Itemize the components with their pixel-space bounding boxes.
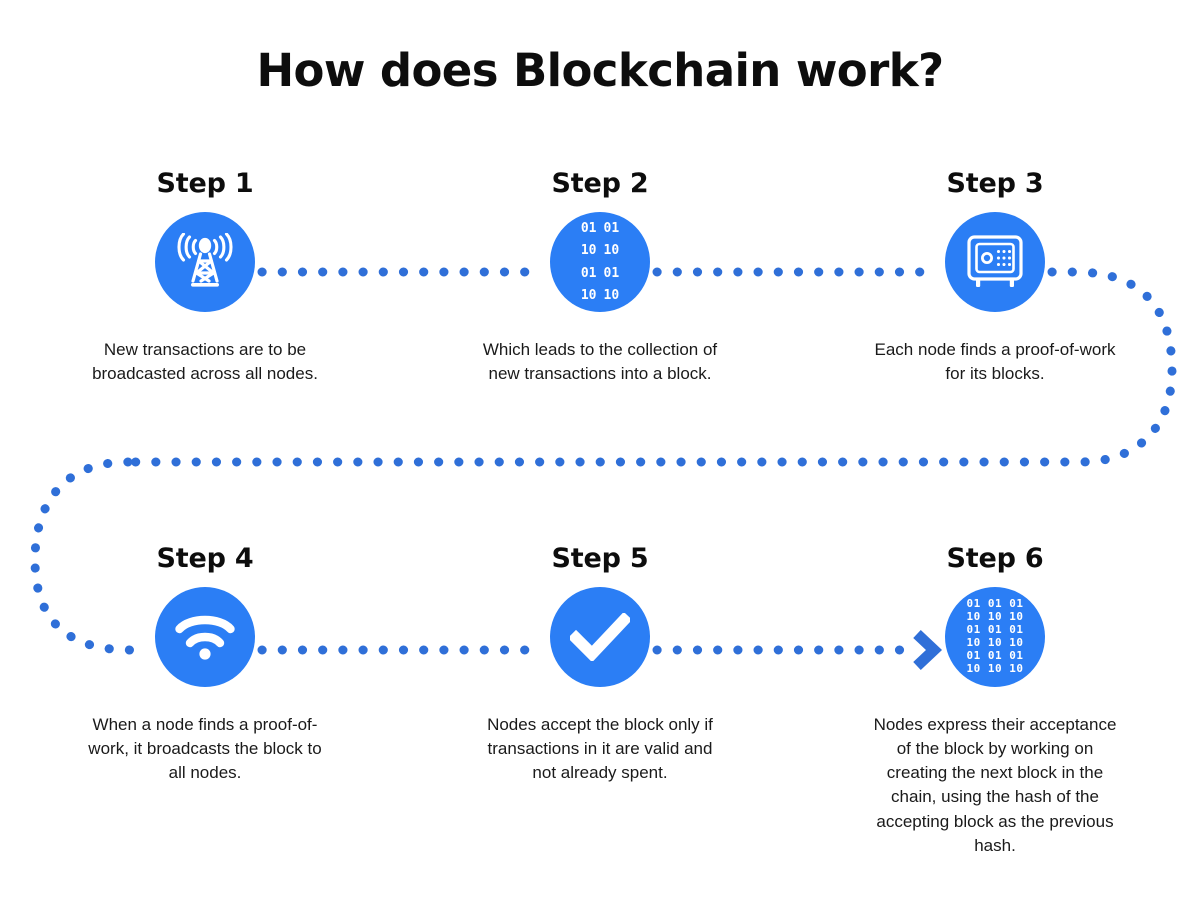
- binary-chain-icon: 01 01 01 10 10 10 01 01 01 10 10 10 01 0…: [966, 597, 1024, 676]
- step-caption-3: Each node finds a proof-of-work for its …: [874, 340, 1116, 384]
- binary-cell: 01: [603, 220, 620, 236]
- step-caption-1: New transactions are to be broadcasted a…: [92, 340, 318, 384]
- binary-cell: 01: [580, 265, 597, 281]
- step-caption-4: When a node finds a proof-of-work, it br…: [88, 715, 322, 783]
- step-icon-circle-3[interactable]: [945, 212, 1045, 312]
- step-label-3: Step 3: [946, 168, 1044, 199]
- step-icon-circle-4[interactable]: [155, 587, 255, 687]
- binary-cell: 01: [580, 220, 597, 236]
- step-card-3: Step 3 Eac: [865, 168, 1125, 386]
- broadcast-tower-icon: [177, 233, 233, 287]
- page-title: How does Blockchain work?: [256, 44, 944, 97]
- step-card-4: Step 4 When a node finds a proof-of-work…: [75, 543, 335, 785]
- step-caption-6: Nodes express their acceptance of the bl…: [873, 715, 1117, 855]
- binary-cell: 01: [603, 265, 620, 281]
- binary-row: 01 01 01: [966, 623, 1024, 637]
- wifi-icon: [175, 615, 235, 660]
- step-label-1: Step 1: [156, 168, 254, 199]
- step-icon-circle-2[interactable]: 01 01 10 10 01 01 10 10: [550, 212, 650, 312]
- safe-vault-icon: [967, 235, 1023, 287]
- step-label-4: Step 4: [156, 543, 254, 574]
- binary-row: 10 10 10: [966, 636, 1024, 649]
- step-caption-5: Nodes accept the block only if transacti…: [487, 715, 713, 783]
- binary-cell: 10: [603, 287, 620, 303]
- step-caption-2: Which leads to the collection of new tra…: [482, 340, 718, 384]
- binary-row: 01 01 01: [966, 597, 1024, 611]
- step-card-2: Step 2 01 01 10 10 01 01 10 10 Which lea…: [470, 168, 730, 386]
- step-card-6: Step 6 01 01 01 10 10 10 01 01 01 10 10 …: [865, 543, 1125, 858]
- step-icon-circle-5[interactable]: [550, 587, 650, 687]
- binary-cell: 10: [580, 287, 597, 303]
- step-label-6: Step 6: [946, 543, 1044, 574]
- binary-row: 10 10 10: [966, 661, 1024, 675]
- binary-block-icon: 01 01 10 10 01 01 10 10: [580, 220, 620, 303]
- binary-row: 10 10 10: [966, 610, 1024, 624]
- step-card-5: Step 5 Nodes accept the block only if tr…: [470, 543, 730, 785]
- binary-cell: 10: [580, 243, 597, 259]
- step-card-1: Step 1: [75, 168, 335, 386]
- binary-cell: 10: [603, 243, 620, 259]
- step-label-5: Step 5: [551, 543, 649, 574]
- checkmark-icon: [570, 613, 630, 661]
- step-label-2: Step 2: [551, 168, 649, 199]
- step-icon-circle-1[interactable]: [155, 212, 255, 312]
- step-icon-circle-6[interactable]: 01 01 01 10 10 10 01 01 01 10 10 10 01 0…: [945, 587, 1045, 687]
- binary-row: 01 01 01: [966, 648, 1024, 662]
